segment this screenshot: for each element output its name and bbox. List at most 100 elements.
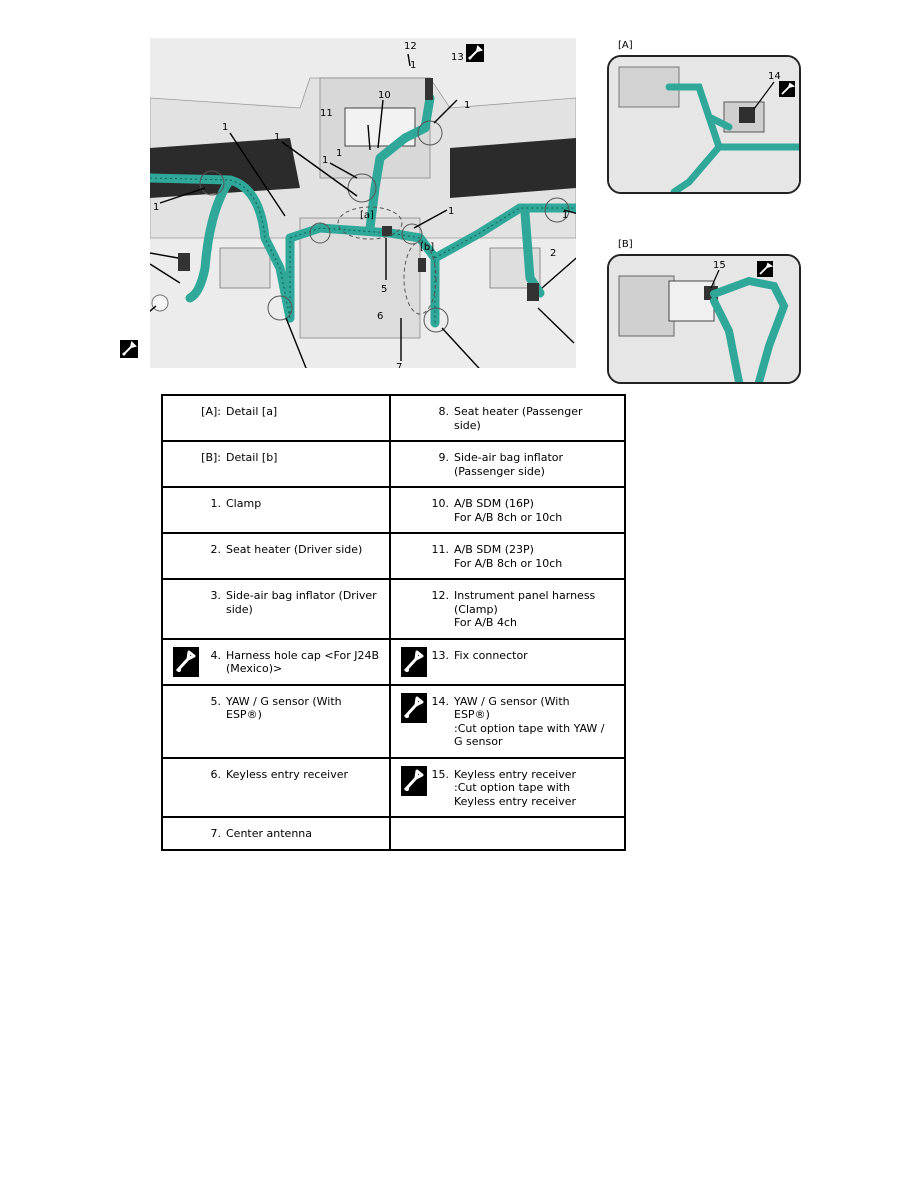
parts-legend-table: [A]: Detail [a] 8. Seat heater (Passenger s… [161, 394, 626, 851]
wrench-icon [466, 44, 484, 62]
wrench-icon [173, 646, 199, 677]
detail-a-label: [A] [618, 40, 633, 51]
icon-slot [393, 405, 427, 432]
table-row: 6.Keyless entry receiver 15. Keyless entry… [161, 756, 626, 818]
icon-slot [165, 405, 199, 419]
detail-a-panel: 14 [607, 55, 801, 194]
wrench-icon [401, 765, 427, 796]
legend-cell-right [389, 816, 626, 851]
legend-number: [A]: [201, 405, 221, 418]
wrench-icon [120, 340, 138, 358]
legend-cell-right: 8. Seat heater (Passenger side) [389, 394, 626, 442]
legend-number: 11. [431, 543, 450, 556]
legend-number: 1. [210, 497, 222, 510]
legend-number: 10. [431, 497, 450, 510]
callout-1d: 1 [464, 100, 470, 111]
legend-cell-left: 1. Clamp [161, 486, 391, 534]
legend-cell-right: 11.A/B SDM (23P) For A/B 8ch or 10ch [389, 532, 626, 580]
icon-slot [393, 692, 427, 749]
icon-slot [165, 695, 199, 722]
table-row: 2. Seat heater (Driver side) 11.A/B SDM (2… [161, 532, 626, 580]
legend-cell-right: 10. A/B SDM (16P) For A/B 8ch or 10ch [389, 486, 626, 534]
detail-b-illustration: 15 [609, 256, 799, 382]
legend-number: 2. [210, 543, 222, 556]
icon-slot [165, 589, 199, 616]
icon-slot [165, 768, 199, 782]
icon-slot [165, 646, 199, 677]
legend-description: Detail [a] [226, 405, 278, 418]
table-row: 7. Center antenna [161, 816, 626, 851]
callout-1c: 1 [322, 155, 328, 166]
legend-cell-right: 12. Instrument panel harness (Clamp) For … [389, 578, 626, 640]
icon-slot [393, 451, 427, 478]
legend-cell-left: 6.Keyless entry receiver [161, 756, 391, 818]
table-row: 3.Side-air bag inflator (Driver side)12.… [161, 578, 626, 640]
legend-cell-right: 9.Side-air bag inflator (Passenger side) [389, 440, 626, 488]
legend-cell-left: 3.Side-air bag inflator (Driver side) [161, 578, 391, 640]
legend-description: A/B SDM (16P) For A/B 8ch or 10ch [454, 497, 563, 524]
harness-routing-illustration: 1 1 1 1 1 1 1 1 1 1 1 2 3 4 5 6 7 8 9 10… [120, 38, 594, 386]
wrench-icon [401, 692, 427, 723]
table-row: [A]: Detail [a] 8. Seat heater (Passenger s… [161, 394, 626, 442]
legend-description: Clamp [226, 497, 262, 510]
callout-1k: 1 [336, 148, 342, 159]
legend-description: Harness hole cap <For J24B (Mexico)> [226, 648, 380, 676]
icon-slot [393, 497, 427, 524]
legend-description: Seat heater (Passenger side) [454, 405, 583, 432]
callout-13: 13 [451, 52, 464, 63]
legend-cell-right: 13.Fix connector [389, 637, 626, 686]
callout-2: 2 [550, 248, 556, 259]
icon-slot [165, 827, 199, 841]
icon-slot [393, 589, 427, 630]
icon-slot [165, 451, 199, 465]
legend-cell-left: [A]: Detail [a] [161, 394, 391, 442]
legend-number: 12. [431, 589, 450, 602]
legend-description: Side-air bag inflator (Passenger side) [454, 451, 564, 478]
legend-cell-left: [B]: Detail [b] [161, 440, 391, 488]
legend-description: Keyless entry receiver [226, 767, 349, 781]
legend-description: Instrument panel harness (Clamp) For A/B… [454, 589, 596, 629]
legend-description: Keyless entry receiver :Cut option tape … [454, 767, 577, 808]
wrench-icon [779, 81, 796, 97]
legend-cell-left: 4. Harness hole cap <For J24B (Mexico)> [161, 637, 391, 686]
legend-number: 8. [438, 405, 450, 418]
legend-description: Center antenna [226, 827, 312, 840]
callout-14: 14 [768, 71, 781, 82]
table-row: 4. Harness hole cap <For J24B (Mexico)> 13… [161, 637, 626, 686]
table-row: 1. Clamp 10. A/B SDM (16P) For A/B 8ch or 1… [161, 486, 626, 534]
icon-slot [165, 497, 199, 511]
legend-description: Seat heater (Driver side) [226, 543, 363, 556]
legend-description: Fix connector [454, 648, 528, 662]
legend-cell-right: 14.YAW / G sensor (With ESP®) :Cut optio… [389, 683, 626, 759]
harness-routing-diagram: 1 1 1 1 1 1 1 1 1 1 1 2 3 4 5 6 7 8 9 10… [120, 38, 594, 386]
callout-1b: 1 [274, 132, 280, 143]
wrench-icon [757, 261, 774, 277]
icon-slot [393, 543, 427, 570]
detail-a-illustration: 14 [609, 57, 799, 192]
detail-b-panel: 15 [607, 254, 801, 384]
legend-number: 5. [210, 694, 222, 708]
table-row: 5. YAW / G sensor (With ESP®) 14.YAW / G s… [161, 683, 626, 759]
detail-a-marker: [a] [360, 210, 374, 221]
legend-description: YAW / G sensor (With ESP®) [226, 694, 342, 722]
icon-slot [393, 765, 427, 809]
icon-slot [393, 646, 427, 677]
callout-1g: 1 [448, 206, 454, 217]
icon-slot [165, 543, 199, 557]
legend-number: 15. [431, 767, 450, 781]
legend-number: 7. [210, 827, 222, 840]
table-row: [B]: Detail [b] 9.Side-air bag inflator (P… [161, 440, 626, 488]
callout-12: 12 [404, 41, 417, 52]
legend-number: 14. [431, 694, 450, 708]
callout-1j: 1 [410, 60, 416, 71]
legend-cell-left: 5. YAW / G sensor (With ESP®) [161, 683, 391, 759]
callout-6: 6 [377, 311, 383, 322]
legend-description: Detail [b] [226, 451, 278, 464]
legend-number: [B]: [201, 451, 221, 464]
callout-7: 7 [396, 362, 402, 368]
detail-b-marker: [b] [420, 242, 434, 253]
callout-15: 15 [713, 260, 726, 271]
wrench-icon [401, 646, 427, 677]
legend-cell-right: 15. Keyless entry receiver :Cut option ta… [389, 756, 626, 818]
legend-number: 4. [210, 648, 222, 662]
